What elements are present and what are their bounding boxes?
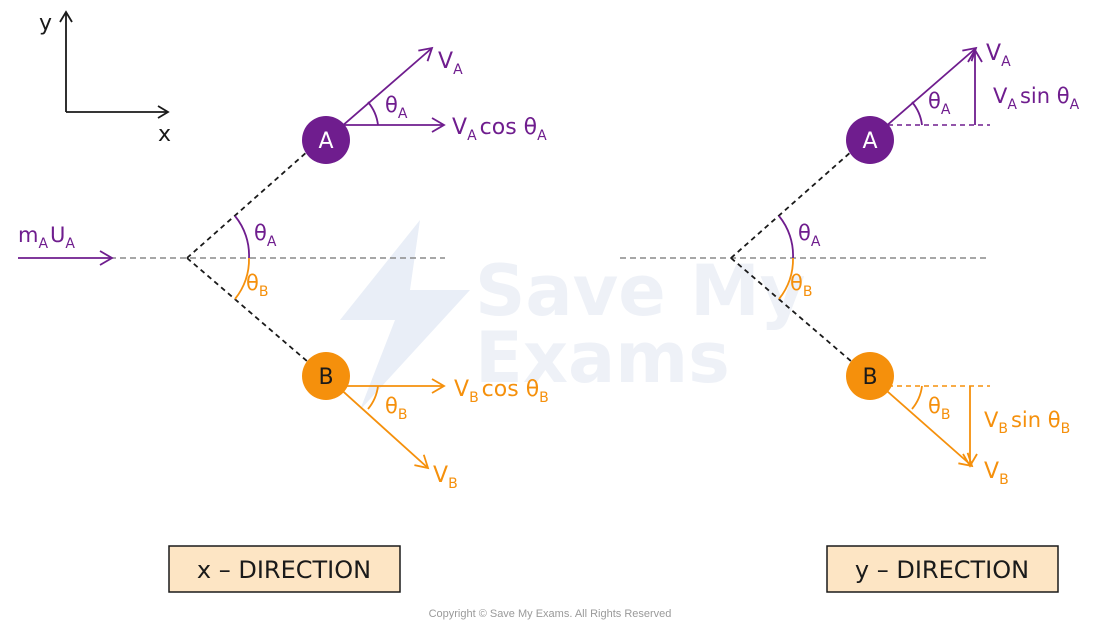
left-theta-b-label: θB bbox=[246, 271, 268, 300]
left-angle-arc-b-bottom bbox=[367, 385, 379, 410]
left-particle-b-label: B bbox=[318, 365, 333, 390]
left-theta-a-label: θA bbox=[254, 221, 277, 250]
right-particle-b-label: B bbox=[862, 365, 877, 390]
left-incoming-label: mAUA bbox=[18, 223, 75, 252]
right-particle-b bbox=[846, 352, 894, 400]
right-va-label: VA bbox=[986, 41, 1011, 70]
right-angle-arc-b-bottom bbox=[911, 385, 923, 410]
right-theta-b-bottom-label: θB bbox=[928, 394, 950, 423]
left-angle-arc-a bbox=[234, 215, 250, 259]
left-theta-b-bottom-label: θB bbox=[385, 394, 407, 423]
watermark-line2: Exams bbox=[475, 317, 730, 399]
left-vb-label: VB bbox=[433, 463, 458, 492]
right-angle-arc-a-top bbox=[911, 101, 923, 126]
right-angle-arc-a bbox=[778, 215, 794, 259]
left-particle-b bbox=[302, 352, 350, 400]
left-va-label: VA bbox=[438, 49, 463, 78]
right-vb-label: VB bbox=[984, 459, 1009, 488]
right-particle-a-label: A bbox=[862, 129, 877, 154]
y-axis-label: y bbox=[39, 11, 52, 36]
right-theta-a-label: θA bbox=[798, 221, 821, 250]
right-angle-arc-b bbox=[778, 257, 794, 300]
x-direction-box bbox=[168, 545, 401, 593]
left-particle-a bbox=[302, 116, 350, 164]
y-direction-box bbox=[826, 545, 1059, 593]
right-theta-b-label: θB bbox=[790, 271, 812, 300]
left-theta-a-top-label: θA bbox=[385, 93, 408, 122]
right-particle-a bbox=[846, 116, 894, 164]
right-theta-a-top-label: θA bbox=[928, 89, 951, 118]
left-particle-a-label: A bbox=[318, 129, 333, 154]
x-direction-label: x – DIRECTION bbox=[197, 556, 371, 584]
axes: y x bbox=[39, 10, 171, 147]
watermark-bolt-icon bbox=[340, 220, 470, 410]
copyright-notice: Copyright © Save My Exams. All Rights Re… bbox=[428, 608, 672, 620]
left-angle-arc-a-top bbox=[367, 101, 379, 126]
x-axis-label: x bbox=[158, 122, 171, 147]
watermark: Save My Exams bbox=[340, 220, 805, 410]
left-angle-arc-b bbox=[234, 257, 250, 300]
y-direction-label: y – DIRECTION bbox=[855, 556, 1029, 584]
watermark-line1: Save My bbox=[475, 250, 805, 332]
